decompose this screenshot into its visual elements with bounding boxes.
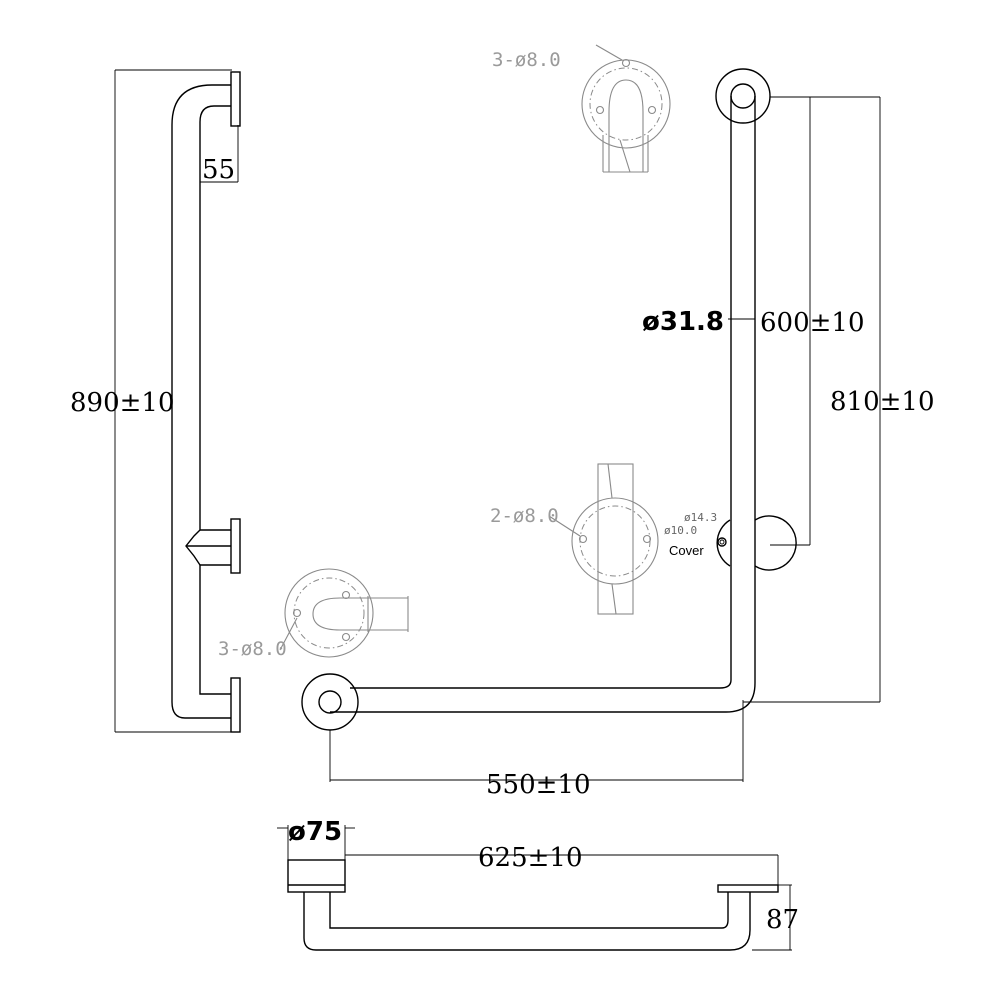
- projection-label: 87: [766, 905, 799, 935]
- cover-outer-label: ø14.3: [684, 511, 717, 524]
- holes-top-label: 3-ø8.0: [492, 49, 561, 71]
- left-flange-detail: [279, 568, 409, 658]
- plan-view: [277, 825, 792, 951]
- width-bottom-label: 550±10: [486, 770, 591, 800]
- depth-total-label: 625±10: [478, 843, 583, 873]
- side-view-vertical: [114, 69, 241, 733]
- tube-diameter-label: ø31.8: [642, 307, 724, 337]
- cover-label: Cover: [669, 543, 704, 558]
- flange-offset-label: 55: [202, 155, 235, 185]
- flange-diameter-label: ø75: [288, 817, 342, 847]
- height-left-label: 890±10: [70, 388, 175, 418]
- height-total-label: 810±10: [830, 387, 935, 417]
- top-flange-detail: [581, 44, 671, 173]
- holes-left-label: 3-ø8.0: [218, 638, 287, 660]
- mid-flange-detail: [548, 463, 659, 615]
- holes-mid-label: 2-ø8.0: [490, 505, 559, 527]
- front-view-dimensions: [329, 96, 881, 782]
- cover-inner-label: ø10.0: [664, 524, 697, 537]
- front-view-l-bar: [301, 68, 797, 731]
- height-upper-label: 600±10: [760, 308, 865, 338]
